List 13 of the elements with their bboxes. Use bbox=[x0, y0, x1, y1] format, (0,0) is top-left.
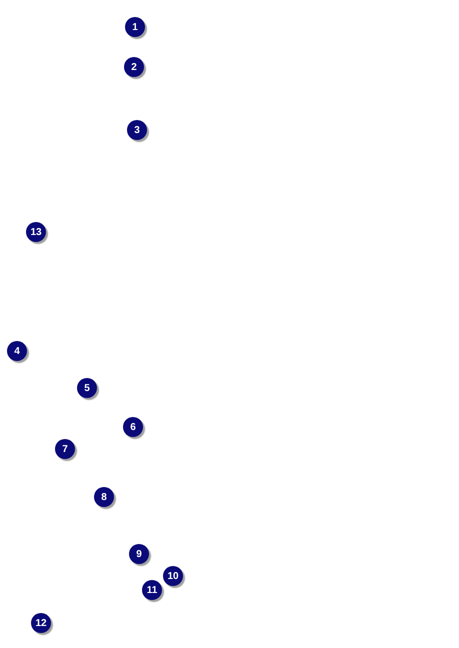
callout-number: 8 bbox=[94, 487, 114, 507]
callout-number: 7 bbox=[55, 439, 75, 459]
callout-number: 5 bbox=[77, 378, 97, 398]
callout-number: 3 bbox=[127, 120, 147, 140]
callout-number: 1 bbox=[125, 17, 145, 37]
callout-number: 2 bbox=[124, 57, 144, 77]
callout-number: 12 bbox=[31, 613, 51, 633]
callout-number: 13 bbox=[26, 222, 46, 242]
callout-number: 9 bbox=[129, 544, 149, 564]
callout-number: 10 bbox=[163, 566, 183, 586]
callout-number: 6 bbox=[123, 417, 143, 437]
callout-number: 4 bbox=[7, 341, 27, 361]
callout-number: 11 bbox=[142, 580, 162, 600]
